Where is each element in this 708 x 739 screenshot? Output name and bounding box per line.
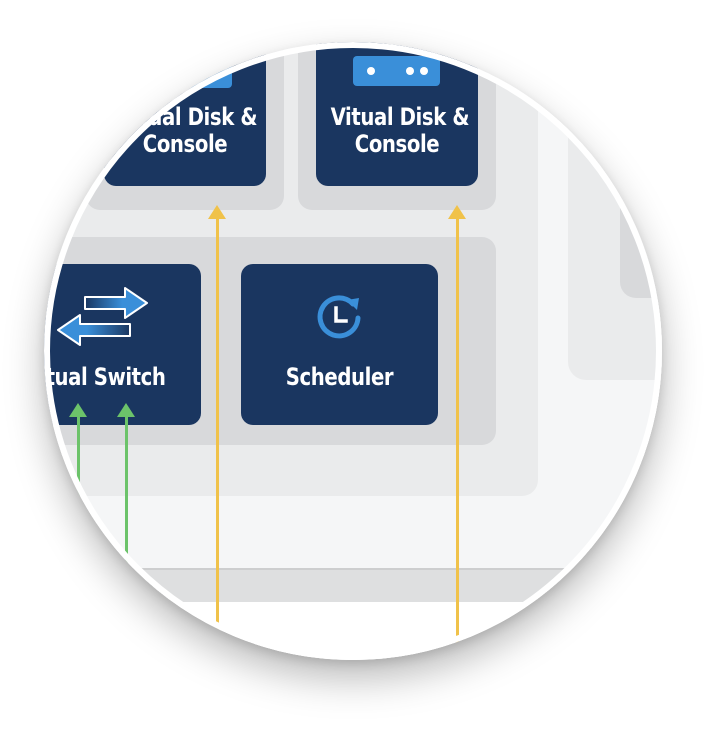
circular-zoom-view: Vitual Disk & Console Vitual Disk & Cons…	[44, 42, 662, 660]
bottom-strip	[44, 568, 662, 602]
yellow-arrow-left-line	[216, 218, 219, 658]
switch-arrows-icon	[57, 287, 148, 346]
scheduler-box: Scheduler	[241, 264, 438, 425]
yellow-arrow-left-head	[208, 205, 226, 219]
green-arrow-left-head	[69, 403, 87, 417]
bottom-strip-divider	[44, 568, 662, 570]
box-label-line1: Vitual Disk &	[330, 103, 470, 131]
box-label-line1: Vitual Disk &	[118, 103, 258, 131]
virtual-switch-box: Virtual Switch	[44, 264, 201, 425]
green-arrow-right-head	[117, 403, 135, 417]
box-label: Scheduler	[285, 363, 394, 391]
yellow-arrow-right-head	[448, 205, 466, 219]
yellow-arrow-right-line	[456, 218, 459, 658]
disk-led-dot	[420, 67, 428, 75]
green-arrow-left-line	[77, 416, 80, 656]
virtual-disk-console-box-left: Vitual Disk & Console	[104, 42, 266, 186]
green-arrow-right-line	[125, 416, 128, 656]
right-inner-panel	[620, 60, 662, 298]
server-disk-icon	[353, 56, 440, 86]
box-label-line2: Console	[142, 130, 228, 158]
diagram-layer: Vitual Disk & Console Vitual Disk & Cons…	[44, 42, 662, 660]
clock-refresh-icon	[317, 295, 361, 339]
box-label-line2: Console	[354, 130, 440, 158]
disk-led-dot	[406, 67, 414, 75]
box-label: Vitual Disk & Console	[330, 103, 470, 158]
disk-led-dot	[367, 67, 375, 75]
box-label: Vitual Disk & Console	[118, 103, 258, 158]
box-label: Virtual Switch	[44, 363, 166, 391]
server-disk-icon	[150, 56, 232, 88]
